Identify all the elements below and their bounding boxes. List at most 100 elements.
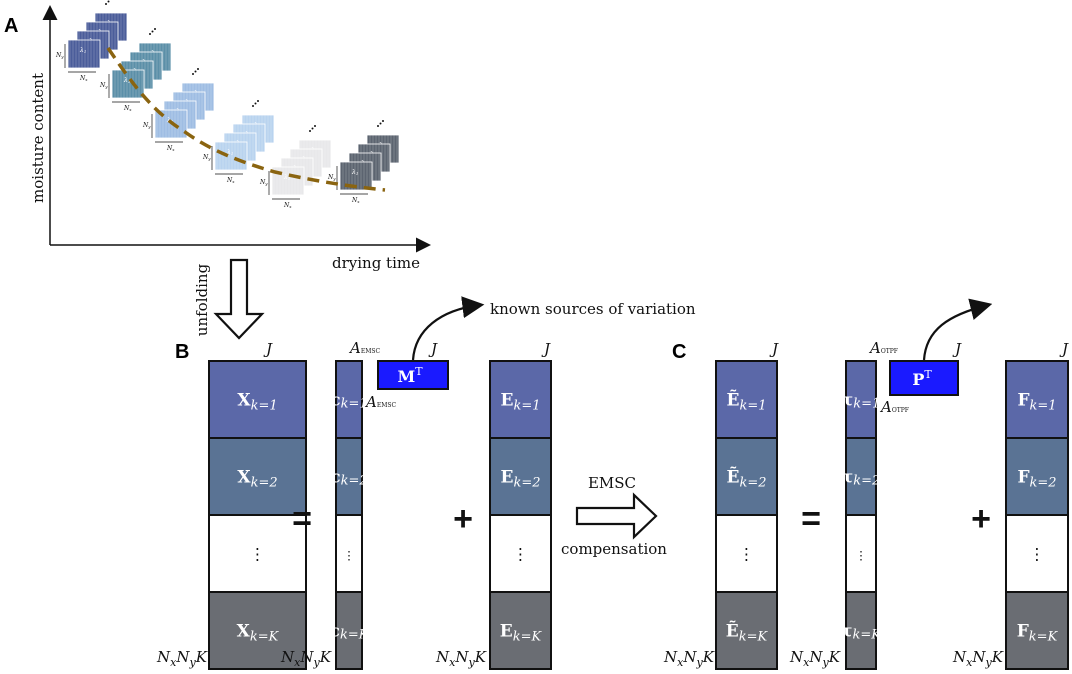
wavelength-label: λ1 [226,149,233,156]
emsc-label: EMSC [588,474,636,492]
stack-ellipsis-dot [377,125,379,127]
loading-m-transpose: MT [377,360,449,390]
dim-j-label: J [769,340,779,358]
block-row-ellipsis: ⋮ [343,549,355,563]
loading-m-text: MT [397,365,423,386]
unfolding-label: unfolding [193,263,211,336]
matrix-e: Ek=1Ek=2 ⋮ Ek=K [489,360,552,670]
nx-label: Nx [166,145,175,152]
nx-label: Nx [351,197,360,204]
dim-nxnyk-label: NxNyK [280,648,332,669]
matrix-f: Fk=1Fk=2⋮Fk=K [1005,360,1069,670]
x-axis-label: drying time [332,254,420,272]
stack-ellipsis-dot [252,105,254,107]
block-row-ellipsis: ⋮ [513,545,529,564]
plus-sign-b: + [453,500,473,538]
block-row [1005,591,1069,670]
block-row [208,437,307,516]
block-row-label: Ẽk=K [726,620,769,645]
image-stack: λ4λ3λ2λ1NyNx [55,0,128,82]
ny-label: Ny [142,122,151,129]
nx-label: Nx [123,105,132,112]
orthogonal-arrow [922,298,993,361]
plus-sign-c: + [971,500,991,538]
band-texture [112,70,144,98]
image-stack: λ4λ3λ2λ1NyNx [99,28,172,112]
stack-ellipsis-dot [192,73,194,75]
stack-ellipsis-dot [151,30,154,33]
plot-axes [42,5,431,253]
stack-ellipsis-dot [149,33,151,35]
emsc-arrow [575,492,658,540]
loading-m-box [377,360,449,390]
block-row-label: τk=1 [842,391,881,412]
dim-j-label: J [263,340,273,358]
block-row-label: Xk=K [237,622,280,645]
ny-label: Ny [55,52,64,59]
block-row [208,514,307,593]
ny-label: Ny [327,174,336,181]
dim-nxnyk-label: NxNyK [435,648,487,669]
block-row-label: Fk=K [1017,622,1059,645]
nx-label: Nx [226,177,235,184]
unfolding-arrow [213,258,265,340]
panel-label-b: B [175,341,189,363]
block-row-ellipsis: ⋮ [739,545,755,564]
equals-sign-c: = [801,500,821,538]
stack-ellipsis-dot [194,70,197,73]
image-stack: λ4λ3λ2λ1NyNx [327,120,400,204]
loading-p-text: PT [912,368,932,389]
dim-nxnyk-label: NxNyK [156,648,208,669]
a-otpf-side-label: AOTPF [879,398,909,416]
block-row [715,591,778,670]
wavelength-label: λ1 [283,174,290,181]
dim-j-label: J [428,340,438,358]
scores-tau: τk=1τk=2⋮τk=K [841,360,882,670]
block-row-label: Xk=1 [237,391,277,414]
stack-ellipsis-dot [254,102,257,105]
dim-nxnyk-label: NxNyK [952,648,1004,669]
block-row [489,514,552,593]
block-row-label: Ek=2 [500,468,540,491]
equals-sign-b: = [292,500,312,538]
block-row-label: τk=K [841,622,882,643]
dim-j-label: J [952,340,962,358]
ny-label: Ny [99,82,108,89]
dim-nxnyk-label: NxNyK [663,648,715,669]
a-emsc-side-label: AEMSC [364,393,396,411]
stack-ellipsis-dot [379,122,382,125]
block-row [335,437,363,516]
stack-ellipsis-dot [197,68,199,70]
stack-ellipsis-dot [311,127,314,130]
block-row-label: Ek=K [500,622,543,645]
dim-nxnyk-label: NxNyK [789,648,841,669]
ny-label: Ny [202,154,211,161]
y-axis-label: moisture content [29,73,47,203]
block-row-label: ck=K [330,622,370,643]
block-row [489,591,552,670]
block-row [715,514,778,593]
block-row [1005,437,1069,516]
a-emsc-top-label: AEMSC [348,339,380,357]
block-row-label: Ek=1 [500,391,540,414]
block-row-ellipsis: ⋮ [1029,545,1045,564]
wavelength-label: λ1 [351,169,358,176]
nx-label: Nx [79,75,88,82]
block-row-label: τk=2 [842,468,881,489]
compensation-label: compensation [561,540,667,558]
ny-label: Ny [259,179,268,186]
block-row [845,591,877,670]
stack-ellipsis-dot [309,130,311,132]
hyperspectral-stacks: λ4λ3λ2λ1NyNxλ4λ3λ2λ1NyNxλ4λ3λ2λ1NyNxλ4λ3… [55,0,400,209]
wavelength-label: λ1 [79,47,86,54]
block-row-label: Ẽk=1 [726,389,766,414]
block-row [335,591,363,670]
block-row-label: Fk=2 [1017,468,1056,491]
stack-ellipsis-dot [382,120,384,122]
stack-ellipsis-dot [105,3,107,5]
image-stack: λ4λ3λ2λ1NyNx [259,125,332,209]
stack-ellipsis-dot [107,0,110,3]
loading-p-transpose: PT [889,360,959,396]
known-sources-arrow [411,296,485,361]
